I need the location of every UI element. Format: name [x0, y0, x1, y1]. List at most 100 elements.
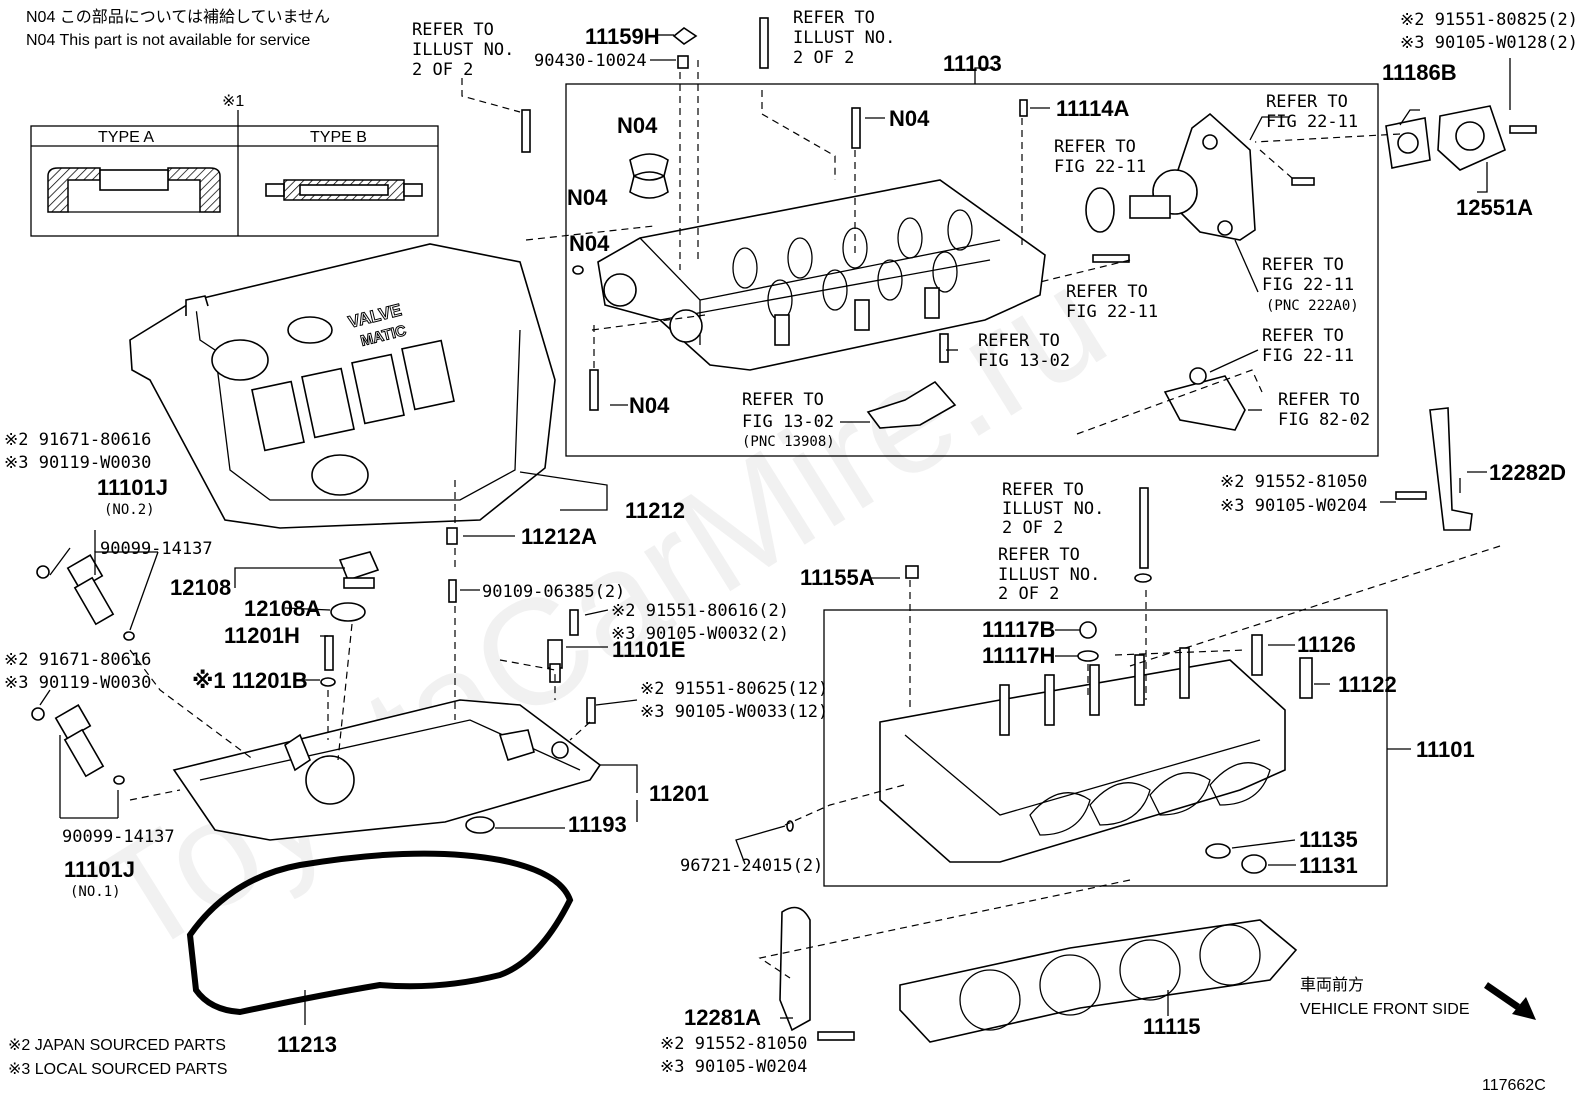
svg-text:(PNC 222A0): (PNC 222A0) [1266, 298, 1359, 314]
svg-text:REFER TO: REFER TO [1278, 390, 1360, 410]
part-90105-w0032[interactable]: ※3 90105-W0032(2) [611, 624, 789, 644]
note-local-sourced: ※3 LOCAL SOURCED PARTS [8, 1061, 227, 1078]
part-11186b[interactable]: 11186B [1382, 60, 1457, 85]
bolt-icons [31, 17, 1537, 1041]
refer-fig2211-b: REFER TO FIG 22-11 [1266, 92, 1358, 132]
svg-text:FIG 22-11: FIG 22-11 [1054, 157, 1146, 177]
refer-fig2211-c: REFER TO FIG 22-11 [1066, 282, 1158, 322]
part-96721-24015[interactable]: 96721-24015(2) [680, 856, 823, 876]
part-11101j-no2[interactable]: 11101J [97, 475, 168, 500]
engine-cover: VALVE MATIC [129, 243, 556, 529]
part-11101[interactable]: 11101 [1416, 737, 1475, 762]
part-n04-e[interactable]: N04 [629, 393, 670, 418]
part-n04-d[interactable]: N04 [889, 106, 930, 131]
part-11212[interactable]: 11212 [625, 498, 685, 523]
part-91551-80625[interactable]: ※2 91551-80625(12) [640, 679, 828, 699]
vehicle-front-jp: 車両前方 [1300, 976, 1364, 994]
part-91552-81050-a[interactable]: ※2 91552-81050 [1220, 472, 1367, 492]
cylinder-head-frame [823, 609, 1388, 887]
svg-text:ILLUST NO.: ILLUST NO. [793, 28, 895, 48]
part-90099-14137-b[interactable]: 90099-14137 [62, 827, 175, 847]
part-12282d[interactable]: 12282D [1489, 460, 1566, 485]
svg-text:REFER TO: REFER TO [742, 390, 824, 410]
svg-text:FIG 82-02: FIG 82-02 [1278, 410, 1370, 430]
part-n04-a[interactable]: N04 [617, 113, 658, 138]
vehicle-front-en: VEHICLE FRONT SIDE [1300, 1001, 1470, 1018]
svg-text:FIG 22-11: FIG 22-11 [1266, 112, 1358, 132]
part-12108a[interactable]: 12108A [244, 596, 321, 621]
part-11117b[interactable]: 11117B [982, 617, 1055, 642]
svg-text:FIG 13-02: FIG 13-02 [742, 412, 834, 432]
part-91551-80616[interactable]: ※2 91551-80616(2) [611, 601, 789, 621]
bearing-caps-n04 [629, 99, 1028, 199]
note-japan-sourced: ※2 JAPAN SOURCED PARTS [8, 1037, 226, 1054]
part-91671-80616-b[interactable]: ※2 91671-80616 [4, 650, 151, 670]
part-90109-06385[interactable]: 90109-06385(2) [482, 582, 625, 602]
part-11212a[interactable]: 11212A [521, 524, 597, 549]
type-a-seal-icon [47, 167, 221, 213]
flange-12551a [1437, 105, 1506, 171]
part-12108[interactable]: 12108 [170, 575, 231, 600]
note-n04-en: N04 This part is not available for servi… [26, 32, 310, 49]
part-11103[interactable]: 11103 [943, 51, 1002, 76]
type-table: ※1 TYPE A TYPE B [30, 93, 439, 237]
type-a-label: TYPE A [98, 129, 154, 146]
part-11117h[interactable]: 11117H [982, 643, 1055, 668]
refer-fig1302-pnc: REFER TO FIG 13-02 (PNC 13908) [742, 390, 835, 450]
svg-text:REFER TO: REFER TO [412, 20, 494, 40]
refer-fig2211-a: REFER TO FIG 22-11 [1054, 137, 1146, 177]
part-11131[interactable]: 11131 [1299, 853, 1358, 878]
part-91551-80825[interactable]: ※2 91551-80825(2) [1400, 10, 1578, 30]
refer-illust-mid-2: REFER TO ILLUST NO. 2 OF 2 [998, 545, 1100, 604]
part-11159h[interactable]: 11159H [585, 24, 660, 49]
label-no2: (NO.2) [104, 502, 155, 518]
part-91671-80616-a[interactable]: ※2 91671-80616 [4, 430, 151, 450]
nut-icon [1189, 367, 1207, 385]
svg-text:REFER TO: REFER TO [1054, 137, 1136, 157]
svg-text:REFER TO: REFER TO [1262, 326, 1344, 346]
part-90430-10024[interactable]: 90430-10024 [534, 51, 647, 71]
part-90119-w0030-b[interactable]: ※3 90119-W0030 [4, 673, 151, 693]
part-91552-81050-b[interactable]: ※2 91552-81050 [660, 1034, 807, 1054]
svg-text:(PNC 13908): (PNC 13908) [742, 434, 835, 450]
part-11201b[interactable]: ※1 11201B [192, 668, 308, 693]
refer-fig2211-pnc: REFER TO FIG 22-11 (PNC 222A0) [1262, 255, 1359, 314]
svg-text:ILLUST NO.: ILLUST NO. [1002, 499, 1104, 519]
part-11193[interactable]: 11193 [568, 812, 627, 837]
part-11135[interactable]: 11135 [1299, 827, 1358, 852]
bracket-ring-bolt [1163, 375, 1246, 431]
camshaft-sensor [547, 639, 563, 683]
svg-text:FIG 22-11: FIG 22-11 [1262, 275, 1354, 295]
part-11126[interactable]: 11126 [1297, 632, 1356, 657]
seal-plate-13908 [866, 380, 957, 429]
part-11213[interactable]: 11213 [277, 1032, 337, 1057]
svg-text:FIG 13-02: FIG 13-02 [978, 351, 1070, 371]
camshaft-housing-frame [565, 83, 1379, 457]
part-90099-14137-a[interactable]: 90099-14137 [100, 539, 213, 559]
part-11201h[interactable]: 11201H [224, 623, 300, 648]
part-90119-w0030-a[interactable]: ※3 90119-W0030 [4, 453, 151, 473]
part-11155a[interactable]: 11155A [800, 565, 875, 590]
part-11201[interactable]: 11201 [649, 781, 709, 806]
svg-text:REFER TO: REFER TO [1066, 282, 1148, 302]
part-12551a[interactable]: 12551A [1456, 195, 1533, 220]
type-b-seal-icon [265, 179, 423, 201]
part-11114a[interactable]: 11114A [1056, 96, 1130, 121]
part-90105-w0204-b[interactable]: ※3 90105-W0204 [660, 1057, 807, 1077]
part-n04-c[interactable]: N04 [569, 231, 610, 256]
svg-text:FIG 22-11: FIG 22-11 [1262, 346, 1354, 366]
part-90105-w0128[interactable]: ※3 90105-W0128(2) [1400, 33, 1578, 53]
part-n04-b[interactable]: N04 [567, 185, 608, 210]
part-12281a[interactable]: 12281A [684, 1005, 761, 1030]
svg-text:2 OF 2: 2 OF 2 [793, 48, 854, 68]
part-11101j-no1[interactable]: 11101J [64, 857, 135, 882]
part-11122[interactable]: 11122 [1338, 672, 1397, 697]
part-90105-w0033[interactable]: ※3 90105-W0033(12) [640, 702, 828, 722]
refer-fig2211-d: REFER TO FIG 22-11 [1262, 326, 1354, 366]
part-11115[interactable]: 11115 [1143, 1014, 1201, 1039]
camshaft-housing [597, 179, 1046, 371]
leader-lines [39, 34, 1511, 1025]
part-11101e[interactable]: 11101E [612, 637, 685, 662]
part-90105-w0204-a[interactable]: ※3 90105-W0204 [1220, 496, 1367, 516]
